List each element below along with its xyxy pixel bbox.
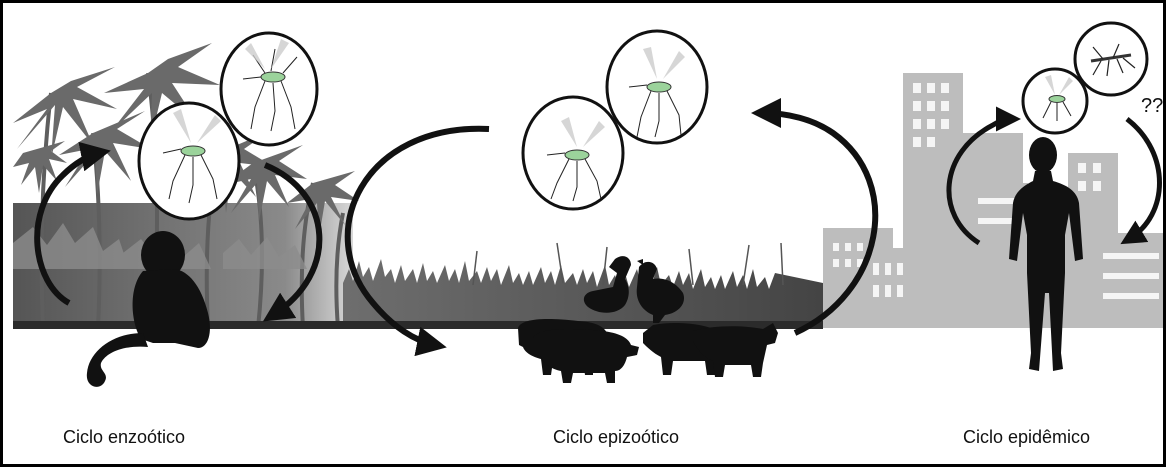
mosquito-circle-epizootic-2: [523, 97, 623, 209]
grass-field: [343, 243, 823, 328]
caption-epidemic: Ciclo epidêmico: [963, 427, 1090, 448]
illustration: [3, 3, 1166, 467]
mosquito-circle-enzootic-1: [221, 33, 317, 145]
mosquito-circle-epidemic-1: [1023, 69, 1087, 133]
cattle-silhouette: [643, 323, 778, 377]
question-mark-label: ??: [1141, 95, 1163, 118]
mosquito-circle-enzootic-2: [139, 103, 239, 219]
mosquito-circle-epidemic-2: [1075, 23, 1147, 95]
caption-epizootic: Ciclo epizoótico: [553, 427, 679, 448]
mosquito-circle-epizootic-1: [607, 31, 707, 143]
caption-enzootic: Ciclo enzoótico: [63, 427, 185, 448]
